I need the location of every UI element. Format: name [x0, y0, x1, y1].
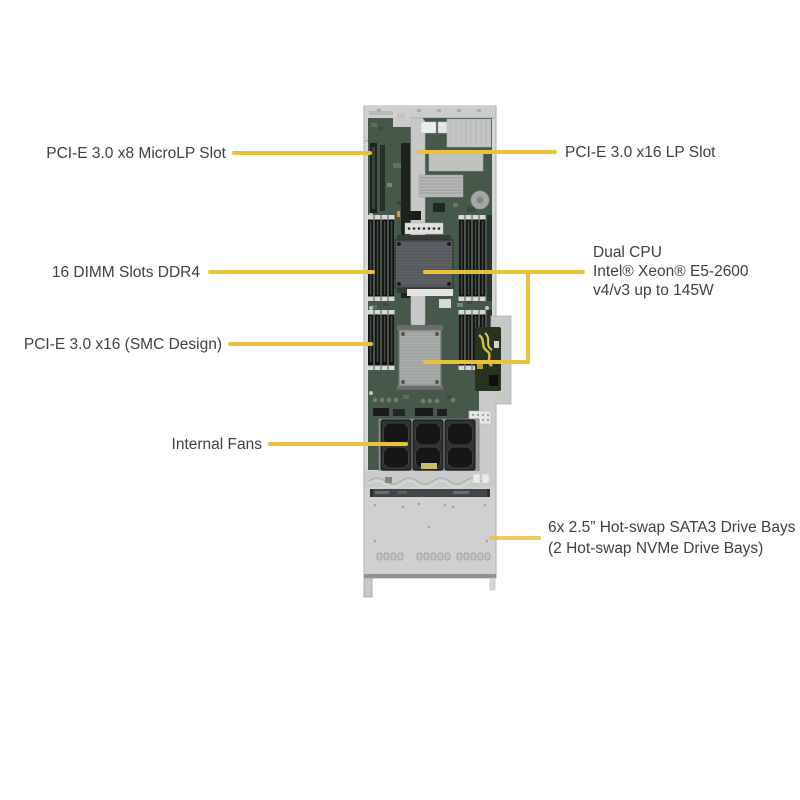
dimm-bank-upper [367, 211, 492, 301]
callout-label-smc16-slot: PCI-E 3.0 x16 (SMC Design) [23, 336, 222, 353]
server-node-top-view-illustration [363, 105, 512, 598]
drive-bay-cover [363, 471, 496, 598]
callout-line-bays [489, 536, 541, 540]
callout-line-fans [268, 442, 408, 446]
cpu2-heatsink [397, 325, 443, 390]
dual-cpu-line3: v4/v3 up to 145W [593, 282, 714, 299]
dual-cpu-line1: Dual CPU [593, 244, 662, 261]
callout-line-microlp [232, 151, 372, 155]
callout-line-cpu-main [423, 270, 585, 274]
callout-line-dimm [208, 270, 375, 274]
callout-line-cpu-vertical [526, 270, 530, 364]
drive-bays-line1: 6x 2.5” Hot-swap SATA3 Drive Bays [548, 519, 796, 536]
callout-label-internal-fans: Internal Fans [171, 436, 262, 453]
callout-label-drive-bays: 6x 2.5” Hot-swap SATA3 Drive Bays (2 Hot… [548, 517, 796, 559]
side-riser-card [475, 315, 512, 405]
fan-modules [378, 418, 480, 472]
cpu1-heatsink [394, 235, 454, 308]
callout-line-lp16 [417, 150, 557, 154]
callout-label-lp16-slot: PCI-E 3.0 x16 LP Slot [565, 144, 716, 161]
dual-cpu-line2: Intel® Xeon® E5-2600 [593, 263, 749, 280]
callout-label-dimm-slots: 16 DIMM Slots DDR4 [51, 264, 200, 281]
callout-line-smc16 [228, 342, 373, 346]
callout-label-dual-cpu: Dual CPU Intel® Xeon® E5-2600 v4/v3 up t… [593, 243, 749, 300]
callout-line-cpu-lower [423, 360, 530, 364]
power-and-caps-row [372, 391, 495, 471]
callout-label-microlp-slot: PCI-E 3.0 x8 MicroLP Slot [46, 145, 226, 162]
drive-bays-line2: (2 Hot-swap NVMe Drive Bays) [548, 540, 764, 557]
